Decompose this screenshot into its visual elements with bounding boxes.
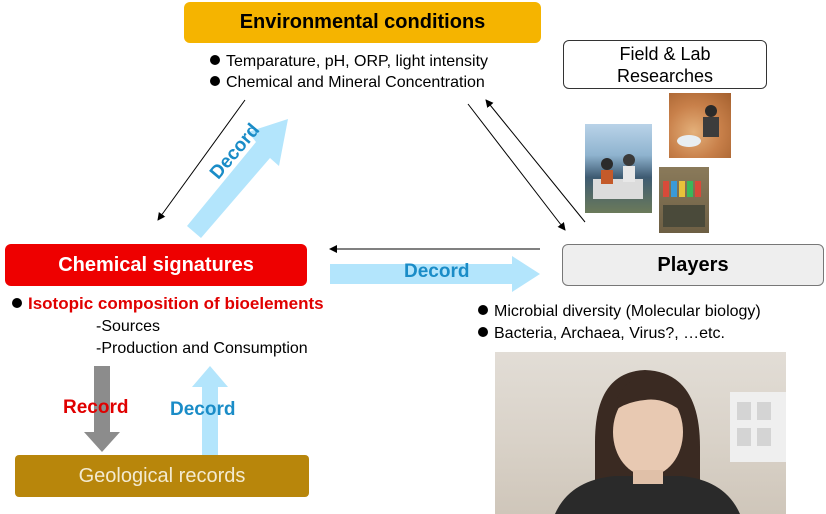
players-to-env-arrow bbox=[485, 99, 586, 223]
geological-records-box: Geological records bbox=[15, 455, 309, 497]
decord-horizontal-label: Decord bbox=[404, 261, 470, 282]
decord-diagonal-arrow bbox=[187, 119, 288, 238]
environmental-conditions-title: Environmental conditions bbox=[239, 11, 486, 33]
geological-records-title: Geological records bbox=[78, 464, 246, 487]
record-arrow bbox=[84, 366, 120, 452]
decord-vertical-label: Decord bbox=[170, 399, 236, 420]
bullet-icon bbox=[478, 327, 488, 337]
bullet-icon bbox=[210, 76, 220, 86]
field-photo-sampling bbox=[669, 93, 731, 158]
players-bullet-2: Bacteria, Archaea, Virus?, …etc. bbox=[478, 324, 725, 344]
chemical-signatures-box: Chemical signatures bbox=[5, 244, 307, 286]
field-lab-line2: Researches bbox=[616, 65, 714, 86]
field-photo-boat bbox=[585, 124, 652, 213]
isotopic-heading: Isotopic composition of bioelements bbox=[12, 294, 324, 315]
bullet-icon bbox=[12, 298, 22, 308]
decord-vertical-arrow bbox=[192, 366, 228, 455]
presenter-figure bbox=[555, 370, 786, 514]
players-title: Players bbox=[657, 253, 729, 276]
env-bullet-1: Temparature, pH, ORP, light intensity bbox=[210, 52, 488, 72]
chem-item-production: -Production and Consumption bbox=[96, 340, 308, 357]
field-lab-line1: Field & Lab bbox=[619, 43, 711, 64]
chem-item-sources: -Sources bbox=[96, 318, 161, 335]
env-bullet-2: Chemical and Mineral Concentration bbox=[210, 73, 485, 93]
env-to-chem-arrow bbox=[157, 99, 246, 221]
chemical-signatures-title: Chemical signatures bbox=[58, 253, 254, 276]
record-label: Record bbox=[63, 397, 129, 418]
decord-horizontal-arrow bbox=[330, 256, 540, 292]
bullet-icon bbox=[210, 55, 220, 65]
environmental-conditions-box: Environmental conditions bbox=[184, 2, 541, 43]
field-lab-researches-box: Field & Lab Researches bbox=[563, 40, 767, 89]
bullet-icon bbox=[478, 305, 488, 315]
players-bullet-1: Microbial diversity (Molecular biology) bbox=[478, 302, 761, 322]
players-box: Players bbox=[562, 244, 824, 286]
env-to-players-arrow bbox=[467, 103, 566, 231]
webcam-video-feed bbox=[495, 352, 786, 514]
field-photo-samples bbox=[659, 167, 709, 233]
